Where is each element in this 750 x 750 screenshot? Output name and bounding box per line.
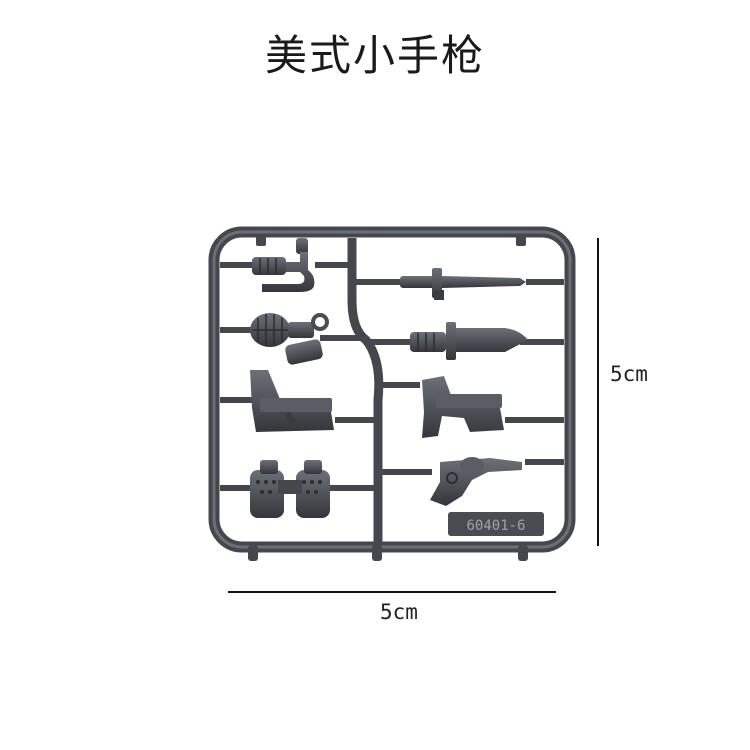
binoculars-part: [250, 460, 330, 518]
revolver-part: [430, 457, 522, 506]
combat-knife-part: [410, 322, 528, 360]
part-code-tag: 60401-6: [448, 512, 544, 536]
pistol-right-part: [422, 376, 504, 438]
right-gates: [352, 279, 564, 475]
width-label: 5cm: [380, 600, 418, 624]
height-label: 5cm: [610, 362, 648, 386]
knife-part: [400, 268, 526, 300]
product-title: 美式小手枪: [264, 31, 485, 80]
sprue-frame: [208, 226, 576, 561]
pistol-left-part: [250, 370, 334, 432]
left-gates: [220, 262, 378, 491]
hand-grenade-part: [250, 313, 329, 365]
grenade-handle-part: [252, 238, 315, 292]
part-code: 60401-6: [466, 518, 525, 534]
